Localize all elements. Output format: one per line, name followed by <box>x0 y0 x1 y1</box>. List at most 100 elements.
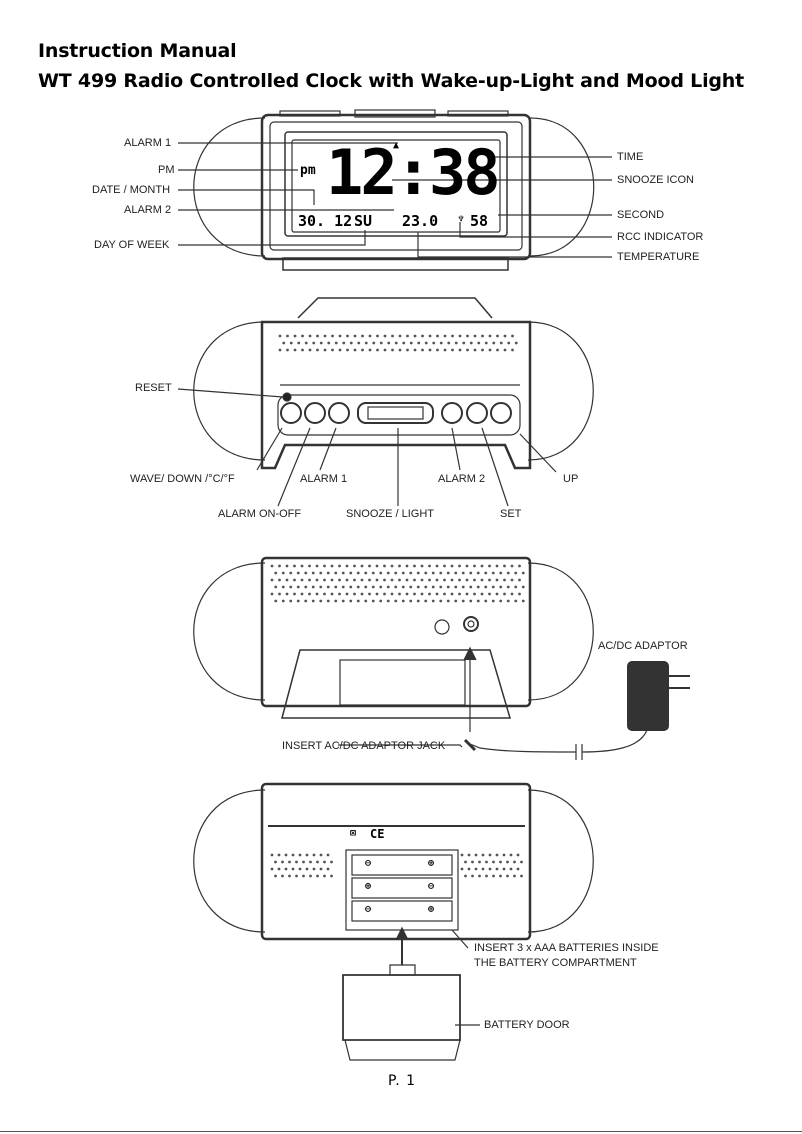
speaker-hole <box>315 578 319 582</box>
speaker-hole <box>516 853 520 857</box>
speaker-hole <box>383 334 387 338</box>
speaker-hole <box>458 334 462 338</box>
speaker-hole <box>506 599 510 603</box>
speaker-hole <box>518 564 521 568</box>
speaker-hole <box>293 334 297 338</box>
label-alarm1: ALARM 1 <box>124 137 172 149</box>
speaker-hole <box>278 348 282 352</box>
label-temperature: TEMPERATURE <box>617 251 700 263</box>
speaker-hole <box>469 571 473 575</box>
speaker-hole <box>511 348 514 352</box>
speaker-hole <box>285 578 289 582</box>
speaker-hole <box>330 592 334 596</box>
speaker-hole <box>334 585 338 589</box>
speaker-hole <box>311 585 315 589</box>
speaker-hole <box>288 874 291 878</box>
speaker-hole <box>293 592 296 596</box>
speaker-hole <box>305 853 309 857</box>
label-btn-alarm1: ALARM 1 <box>300 473 348 485</box>
speaker-hole <box>379 341 383 345</box>
speaker-hole <box>281 860 284 864</box>
speaker-hole <box>474 867 478 871</box>
speaker-hole <box>360 592 364 596</box>
speaker-hole <box>514 585 518 589</box>
speaker-hole <box>413 592 416 596</box>
speaker-hole <box>465 578 469 582</box>
speaker-hole <box>371 585 375 589</box>
speaker-hole <box>511 334 514 338</box>
speaker-hole <box>496 334 499 338</box>
manual-subtitle: WT 499 Radio Controlled Clock with Wake-… <box>38 70 744 92</box>
speaker-hole <box>469 599 473 603</box>
speaker-hole <box>379 585 383 589</box>
speaker-hole <box>311 599 315 603</box>
speaker-hole <box>308 578 311 582</box>
lcd-second: 58 <box>470 212 489 230</box>
speaker-hole <box>514 571 518 575</box>
speaker-hole <box>330 564 334 568</box>
speaker-hole <box>443 578 446 582</box>
speaker-hole <box>450 592 454 596</box>
speaker-hole <box>405 578 409 582</box>
speaker-hole <box>326 867 330 871</box>
speaker-hole <box>274 599 278 603</box>
speaker-hole <box>409 341 413 345</box>
speaker-hole <box>278 592 281 596</box>
speaker-hole <box>349 571 353 575</box>
speaker-hole <box>398 348 402 352</box>
speaker-hole <box>401 571 405 575</box>
speaker-hole <box>398 564 401 568</box>
speaker-hole <box>331 334 334 338</box>
label-snooze-light: SNOOZE / LIGHT <box>346 508 435 520</box>
speaker-hole <box>316 874 319 878</box>
speaker-hole <box>297 341 301 345</box>
speaker-hole <box>495 578 499 582</box>
speaker-hole <box>510 578 514 582</box>
speaker-hole <box>368 592 371 596</box>
speaker-hole <box>413 578 416 582</box>
speaker-hole <box>364 341 368 345</box>
speaker-hole <box>278 334 282 338</box>
speaker-hole <box>446 571 450 575</box>
speaker-hole <box>443 592 446 596</box>
speaker-hole <box>476 599 480 603</box>
speaker-hole <box>308 348 312 352</box>
page-number: P. 1 <box>388 1073 417 1089</box>
speaker-hole <box>499 860 502 864</box>
speaker-hole <box>428 348 432 352</box>
speaker-hole <box>295 860 298 864</box>
speaker-hole <box>491 585 495 589</box>
speaker-hole <box>319 341 323 345</box>
speaker-hole <box>413 564 416 568</box>
speaker-hole <box>492 341 496 345</box>
speaker-hole <box>446 585 450 589</box>
speaker-hole <box>349 341 353 345</box>
speaker-hole <box>424 599 428 603</box>
speaker-hole <box>338 334 342 338</box>
speaker-hole <box>304 341 308 345</box>
label-reset: RESET <box>135 382 172 394</box>
label-alarm2: ALARM 2 <box>124 204 172 216</box>
manual-title: Instruction Manual <box>38 40 237 62</box>
speaker-hole <box>295 874 298 878</box>
speaker-hole <box>484 585 488 589</box>
speaker-hole <box>338 348 342 352</box>
speaker-hole <box>491 571 495 575</box>
speaker-hole <box>488 564 491 568</box>
speaker-hole <box>368 334 372 338</box>
speaker-hole <box>356 571 360 575</box>
speaker-hole <box>436 334 439 338</box>
speaker-hole <box>464 874 467 878</box>
speaker-hole <box>312 867 316 871</box>
speaker-hole <box>330 860 333 864</box>
speaker-hole <box>357 341 361 345</box>
speaker-hole <box>277 867 281 871</box>
speaker-hole <box>509 853 513 857</box>
speaker-hole <box>309 860 312 864</box>
speaker-hole <box>446 599 450 603</box>
speaker-hole <box>458 578 461 582</box>
speaker-hole <box>319 853 323 857</box>
speaker-hole <box>398 592 401 596</box>
speaker-hole <box>341 571 345 575</box>
speaker-hole <box>406 334 409 338</box>
